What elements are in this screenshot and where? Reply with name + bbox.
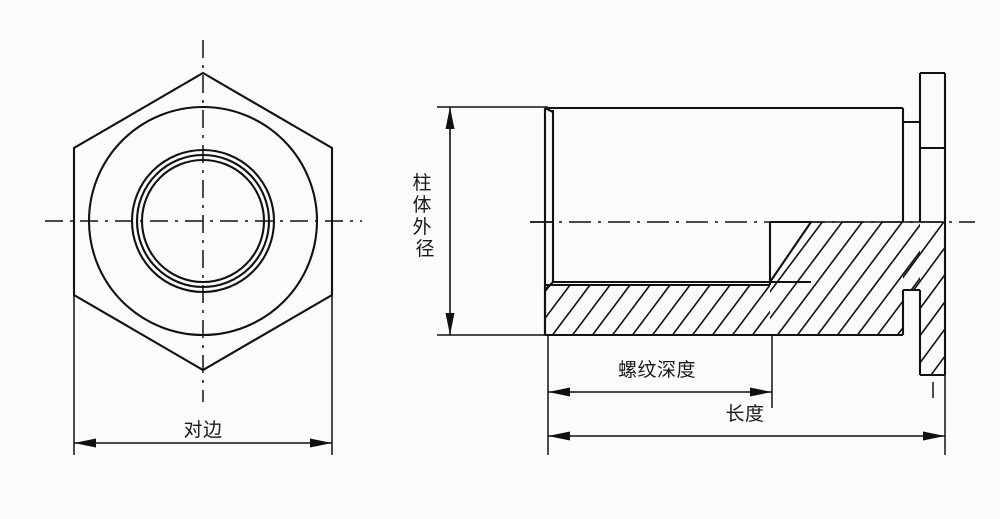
dim-label-thread-depth: 螺纹深度 (618, 359, 696, 381)
front-hex-view: 对边 (45, 40, 362, 455)
dimension-thread-depth: 螺纹深度 (547, 335, 773, 455)
arrowhead-right-total-length (923, 431, 945, 441)
dim-label-total-length: 长度 (725, 403, 764, 425)
diam-char-1: 柱 (412, 172, 431, 194)
diam-char-3: 外 (412, 216, 431, 238)
hatch-thread-band (545, 285, 770, 335)
dim-label-body-outer-diameter: 柱 体 外 径 (412, 172, 437, 260)
arrowhead-left-total-length (548, 431, 570, 441)
counterbore-taper-edge (769, 221, 812, 283)
dimension-total-length: 长度 (548, 375, 946, 455)
arrowhead-right-across-flats (310, 438, 332, 448)
arrowhead-right-thread-depth (750, 387, 772, 397)
arrowhead-left-across-flats (74, 438, 96, 448)
diam-char-2: 体 (412, 194, 431, 216)
arrowhead-bottom-outer-diameter (445, 313, 455, 335)
dim-label-across-flats: 对边 (183, 419, 222, 441)
dimension-body-outer-diameter: 柱 体 外 径 (412, 106, 548, 336)
diam-char-4: 径 (415, 238, 434, 260)
arrowhead-left-thread-depth (548, 387, 570, 397)
left-end-chamfer (544, 107, 554, 113)
arrowhead-top-outer-diameter (445, 107, 455, 129)
